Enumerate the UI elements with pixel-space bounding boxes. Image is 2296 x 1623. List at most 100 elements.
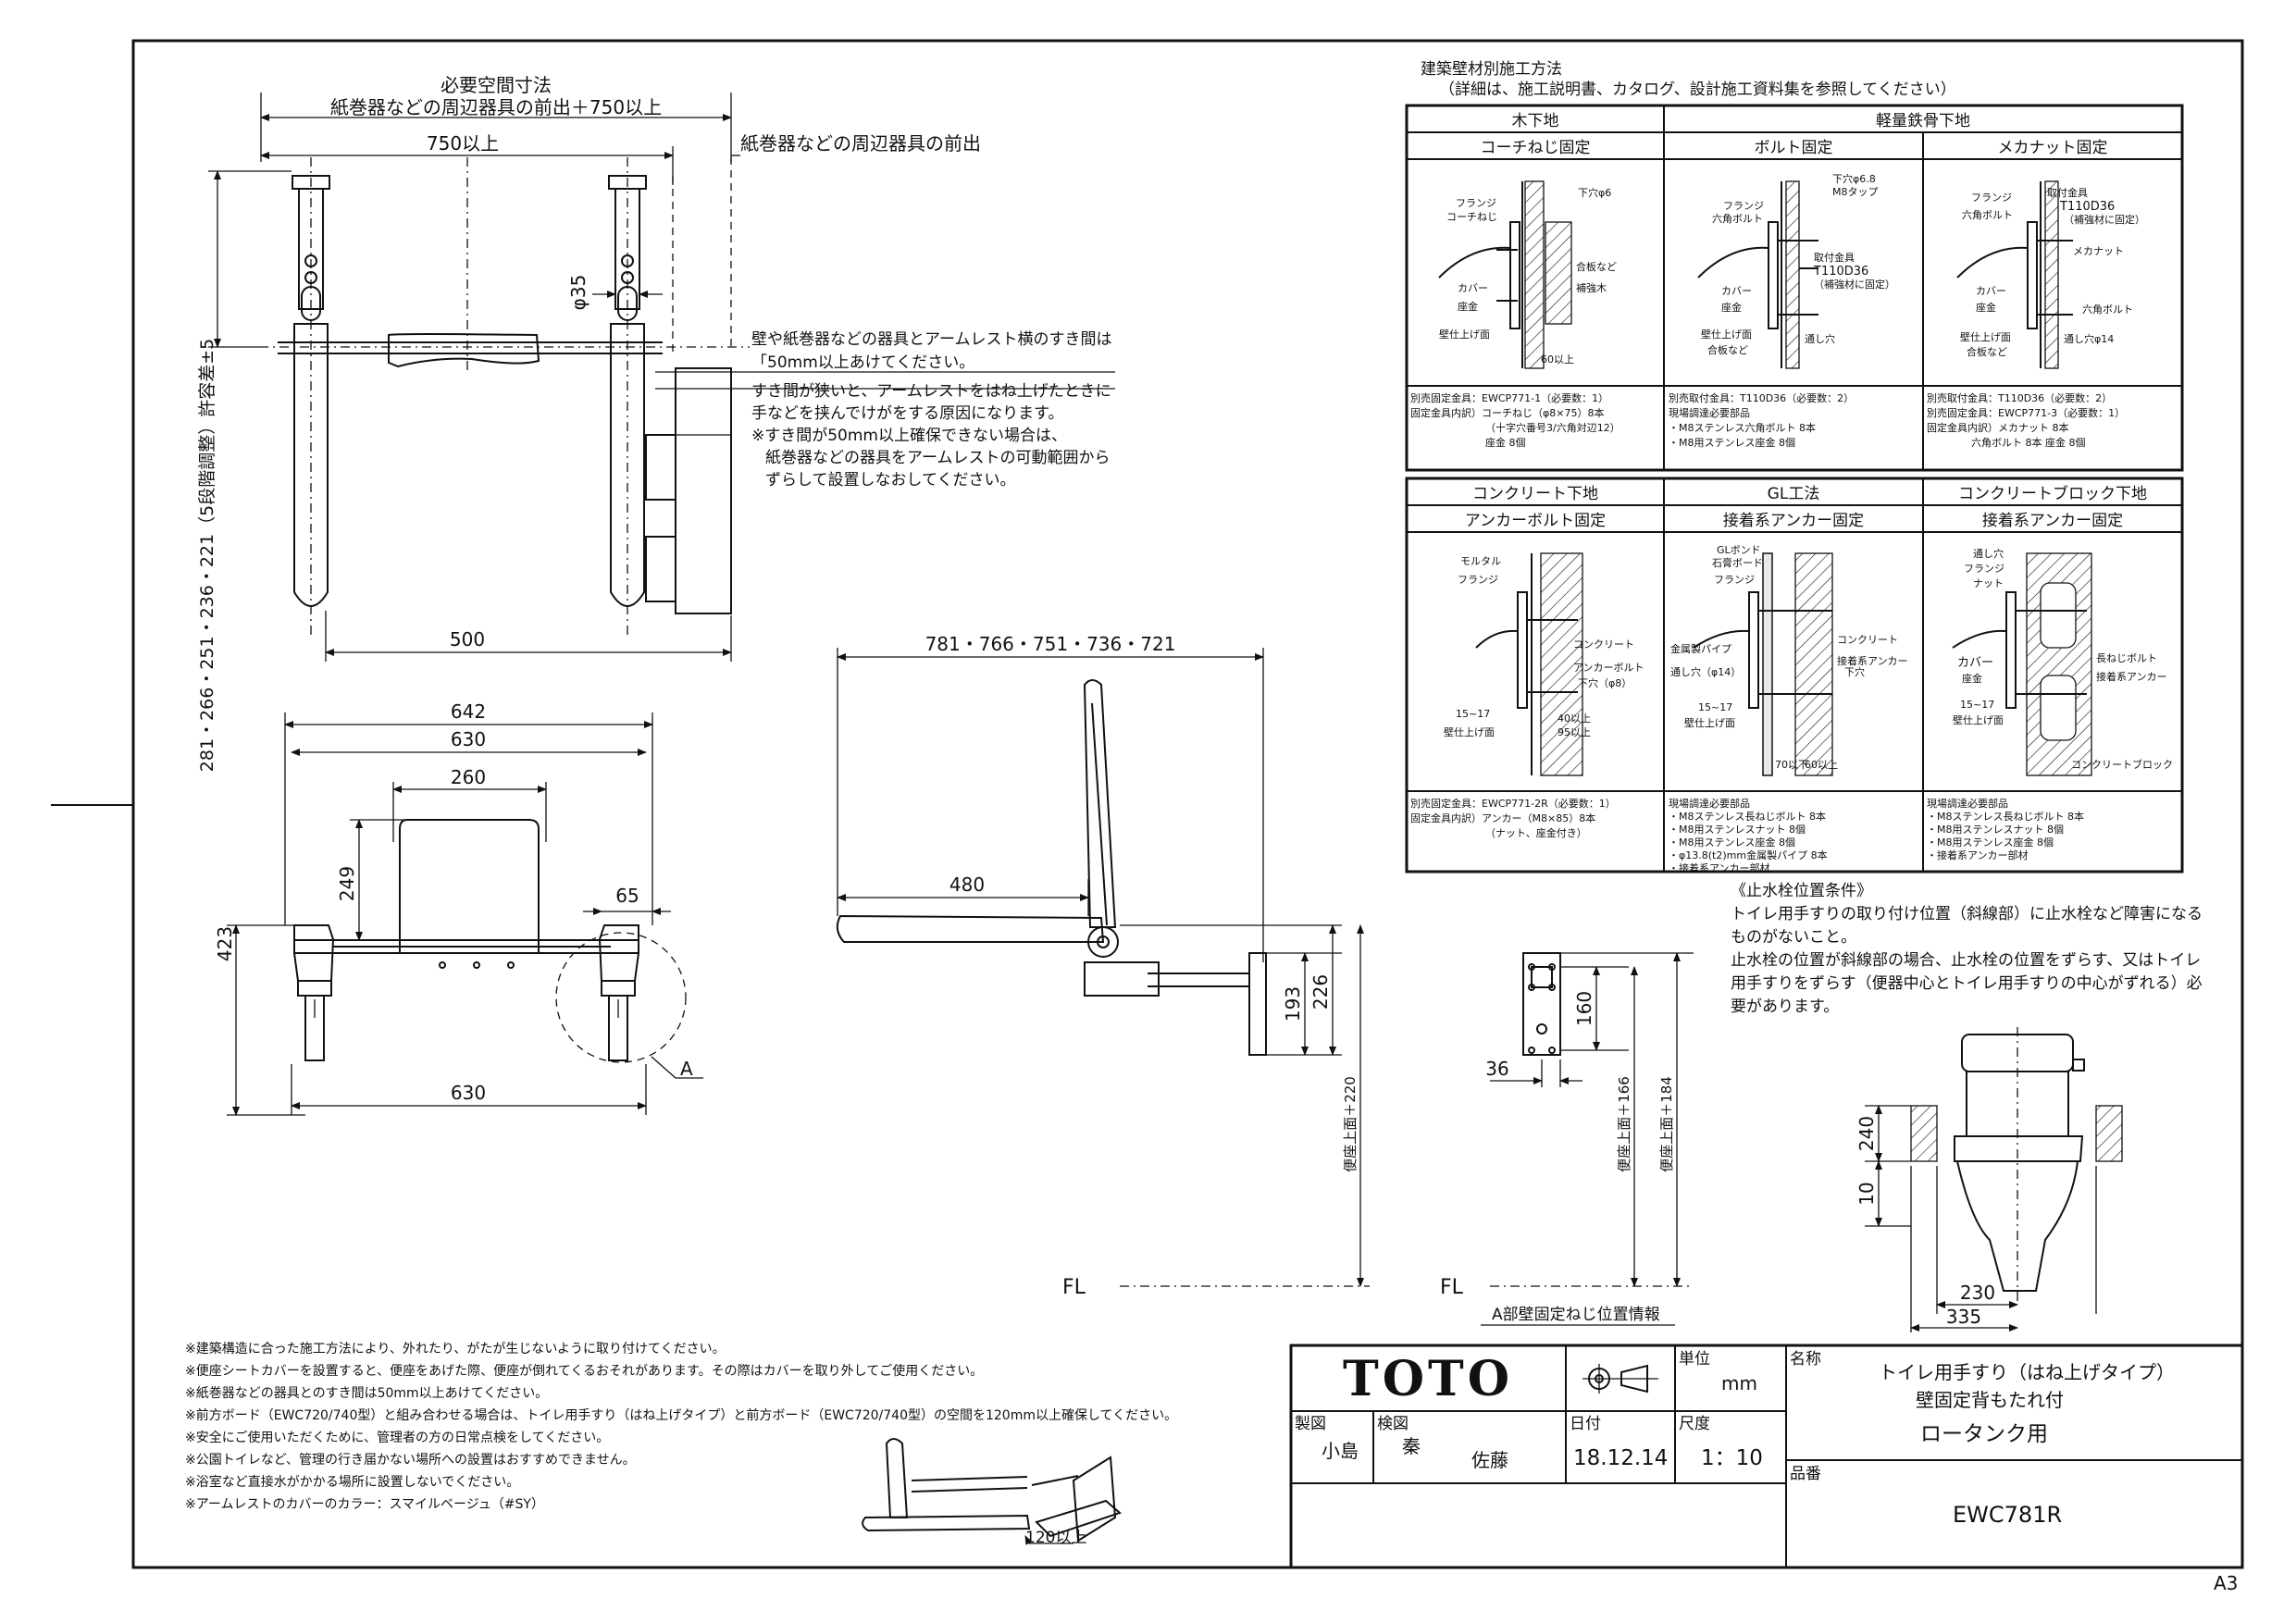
cell5-label-60: 60以上 (1805, 759, 1838, 771)
dim-630-top: 630 (451, 728, 486, 750)
cell5-label-hole: 下穴 (1844, 665, 1865, 678)
valve-note-line4: 用手すりをずらす（便器中心とトイレ用手すりの中心がずれる）必 (1731, 974, 2203, 993)
cell5-note5: ・φ13.8(t2)mm金属製パイプ 8本 (1669, 849, 1828, 861)
name-label: 名称 (1790, 1350, 1821, 1369)
th-wood: 木下地 (1512, 112, 1559, 130)
cell1-note1: 別売固定金具：EWCP771-1（必要数：1） (1410, 391, 1608, 404)
cell2-label-hole: 下穴φ6.8 (1832, 172, 1876, 185)
method-adhesive-anchor-block: 接着系アンカー固定 (1982, 512, 2123, 530)
cell2-label-t110: T110D36 (1813, 265, 1868, 279)
cell2-label-hexbolt: 六角ボルト (1712, 213, 1763, 225)
cell4-note2: 固定金具内訳）アンカー（M8×85）8本 (1410, 812, 1595, 824)
th-block: コンクリートブロック下地 (1958, 484, 2147, 503)
dim-249: 249 (336, 866, 358, 901)
footnote-1: ※建築構造に合った施工方法により、外れたり、がたが生じないように取り付けてくださ… (185, 1342, 726, 1357)
cell6-label-cover: カバー (1957, 656, 1993, 670)
wall-table-subtitle: （詳細は、施工説明書、カタログ、設計施工資料集を参照してください） (1439, 81, 1956, 99)
top-view: 必要空間寸法 紙巻器などの周辺器具の前出＋750以上 750以上 紙巻器などの周… (197, 74, 981, 772)
cell4-label-concrete: コンクリート (1573, 638, 1634, 650)
cell5-label-flange: フランジ (1714, 574, 1755, 586)
dim-36: 36 (1485, 1058, 1508, 1080)
dim-phi35: φ35 (567, 275, 590, 311)
dim-10: 10 (1855, 1182, 1878, 1205)
cell6-note1: 現場調達必要部品 (1927, 797, 2008, 810)
cell6-label-longbolt: 長ねじボルト (2096, 652, 2157, 664)
valve-note: 《止水栓位置条件》 トイレ用手すりの取り付け位置（斜線部）に止水栓など障害になる… (1731, 882, 2203, 1016)
gap-note-line2: 「50mm以上あけてください。 (751, 353, 974, 372)
cell5-label-gypsum: 石膏ボード (1712, 556, 1763, 569)
cell4-label-1517: 15~17 (1456, 708, 1490, 720)
cell6-note5: ・接着系アンカー部材 (1927, 849, 2029, 861)
cell3-label-cover: カバー (1976, 285, 2006, 297)
cell4-label-anchor: アンカーボルト (1573, 662, 1644, 674)
gap-note-line4: 手などを挟んでけがをする原因になります。 (751, 404, 1063, 423)
cell2-label-tap: M8タップ (1832, 186, 1879, 198)
side-view: 781・766・751・736・721 480 193 226 便座上面＋220… (836, 633, 1370, 1299)
cell3-label-hexbolt1: 六角ボルト (1962, 209, 2013, 221)
detail-fl-label: FL (1440, 1276, 1464, 1299)
cell5-label-glbond: GLボンド (1717, 544, 1761, 556)
front-view: 642 630 260 249 65 423 630 (214, 700, 703, 1116)
cell4-label-95: 95以上 (1558, 726, 1591, 738)
cell5-label-pipe: 金属製パイプ (1670, 642, 1731, 655)
cell1-label-washer: 座金 (1458, 300, 1478, 313)
logo: TOTO (1343, 1351, 1513, 1407)
footnote-7: ※浴室など直接水がかかる場所に設置しないでください。 (185, 1474, 519, 1490)
cell1-label-finish: 壁仕上げ面 (1439, 328, 1490, 341)
label-a: A (680, 1058, 693, 1080)
cell2-note4: ・M8用ステンレス座金 8個 (1669, 436, 1795, 449)
cell2-label-flange: フランジ (1723, 200, 1764, 212)
cell1-label-60: 60以上 (1541, 353, 1574, 365)
cell2-note3: ・M8ステンレス六角ボルト 8本 (1669, 421, 1816, 434)
method-mechanut: メカナット固定 (1998, 139, 2108, 157)
dim-260: 260 (451, 766, 486, 788)
valve-note-title: 《止水栓位置条件》 (1731, 882, 1872, 900)
th-steel: 軽量鉄骨下地 (1876, 112, 1970, 130)
cell5-note1: 現場調達必要部品 (1669, 797, 1750, 810)
date-label: 日付 (1570, 1415, 1601, 1433)
part-value: EWC781R (1953, 1502, 2062, 1528)
footnote-5: ※安全にご使用いただくために、管理者の方の日常点検をしてください。 (185, 1430, 609, 1445)
cell5-label-adhesive: 接着系アンカー (1837, 654, 1908, 667)
dim-226: 226 (1309, 974, 1332, 1010)
cell1-label-cover: カバー (1458, 282, 1488, 294)
mini-dim: 120以上 (1025, 1529, 1086, 1547)
unit-label: 単位 (1679, 1350, 1710, 1369)
cell6-note4: ・M8用ステンレス座金 8個 (1927, 836, 2054, 849)
cell6-label-nut: ナット (1973, 577, 2004, 589)
drawn-name: 小島 (1322, 1440, 1359, 1462)
cell4-label-finish: 壁仕上げ面 (1444, 725, 1495, 738)
valve-note-line3: 止水栓の位置が斜線部の場合、止水栓の位置をずらす、又はトイレ (1731, 951, 2201, 970)
wall-method-table: 建築壁材別施工方法 （詳細は、施工説明書、カタログ、設計施工資料集を参照してくだ… (1405, 60, 2184, 874)
dim-642: 642 (451, 700, 486, 723)
cell2-note1: 別売取付金具：T110D36（必要数：2） (1669, 391, 1854, 404)
cell4-label-flange: フランジ (1458, 574, 1498, 586)
cell6-note3: ・M8用ステンレスナット 8個 (1927, 824, 2064, 836)
cell5-label-1517: 15~17 (1698, 701, 1732, 713)
dim-480: 480 (949, 873, 985, 896)
dim-500: 500 (450, 628, 485, 650)
detail-a-caption: A部壁固定ねじ位置情報 (1492, 1306, 1660, 1324)
scale-value: 1：10 (1701, 1446, 1763, 1470)
cell6-label-block: コンクリートブロック (2071, 758, 2173, 771)
cell6-label-washer: 座金 (1962, 672, 1982, 685)
method-adhesive-anchor-gl: 接着系アンカー固定 (1723, 512, 1864, 530)
footnote-2: ※便座シートカバーを設置すると、便座をあげた際、便座が倒れてくるおそれがあります… (185, 1363, 983, 1379)
dim-seat-166: 便座上面＋166 (1616, 1076, 1632, 1172)
cell3-note2: 別売固定金具：EWCP771-3（必要数：1） (1927, 406, 2125, 419)
dim-240: 240 (1855, 1116, 1878, 1151)
drawn-label: 製図 (1295, 1415, 1326, 1433)
side-fl-label: FL (1062, 1276, 1086, 1299)
cell5-label-through: 通し穴（φ14） (1670, 665, 1741, 678)
part-label: 品番 (1790, 1465, 1821, 1483)
cell3-label-plywood: 合板など (1967, 345, 2007, 358)
cell3-note1: 別売取付金具：T110D36（必要数：2） (1927, 391, 2112, 404)
mini-illustration: 120以上 (862, 1438, 1122, 1547)
dim-depth: 781・766・751・736・721 (925, 633, 1176, 655)
cell3-label-mechanut: メカナット (2073, 245, 2124, 257)
cell3-label-finish: 壁仕上げ面 (1960, 330, 2011, 343)
dim-required-space: 必要空間寸法 (441, 74, 552, 96)
front-edge-label: 紙巻器などの周辺器具の前出 (740, 132, 981, 155)
cell2-label-washer: 座金 (1721, 301, 1742, 314)
